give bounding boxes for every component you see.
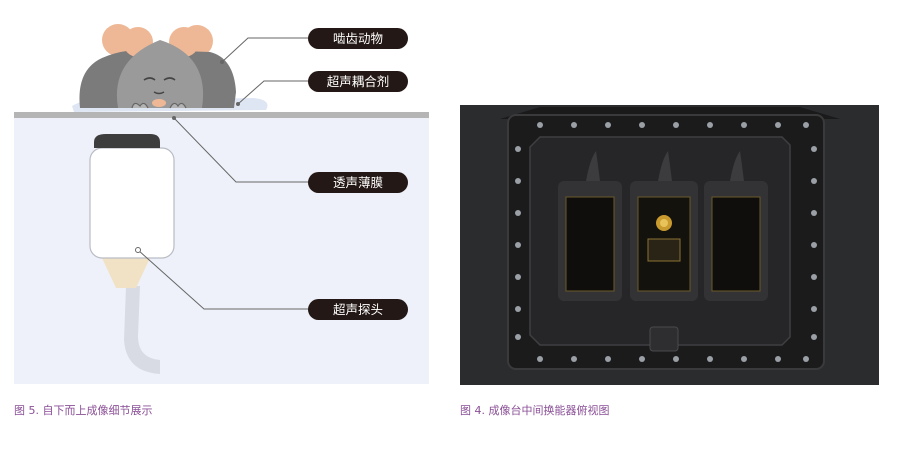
rodent-illustration bbox=[79, 24, 236, 109]
label-film: 透声薄膜 bbox=[308, 172, 408, 193]
caption-left: 图 5. 自下而上成像细节展示 bbox=[14, 404, 153, 417]
leader-film bbox=[173, 117, 308, 183]
leader-rodent bbox=[221, 37, 308, 63]
leader-gel bbox=[237, 80, 308, 105]
imaging-schematic: 啮齿动物 超声耦合剂 透声薄膜 超声探头 bbox=[14, 24, 429, 384]
svg-text:透声薄膜: 透声薄膜 bbox=[333, 175, 383, 190]
membrane-bar bbox=[14, 112, 429, 118]
transducer-slots bbox=[558, 151, 768, 301]
imaging-stage-photo bbox=[460, 105, 879, 385]
label-rodent: 啮齿动物 bbox=[308, 28, 408, 49]
water-bath bbox=[14, 118, 429, 384]
svg-text:超声耦合剂: 超声耦合剂 bbox=[327, 74, 390, 89]
screw-row bbox=[515, 122, 817, 362]
svg-text:超声探头: 超声探头 bbox=[333, 302, 383, 317]
label-probe: 超声探头 bbox=[308, 299, 408, 320]
probe-illustration bbox=[89, 134, 175, 374]
label-gel: 超声耦合剂 bbox=[308, 71, 408, 92]
caption-right: 图 4. 成像台中间换能器俯视图 bbox=[460, 404, 610, 417]
leader-probe bbox=[137, 249, 308, 310]
svg-text:啮齿动物: 啮齿动物 bbox=[333, 31, 383, 46]
